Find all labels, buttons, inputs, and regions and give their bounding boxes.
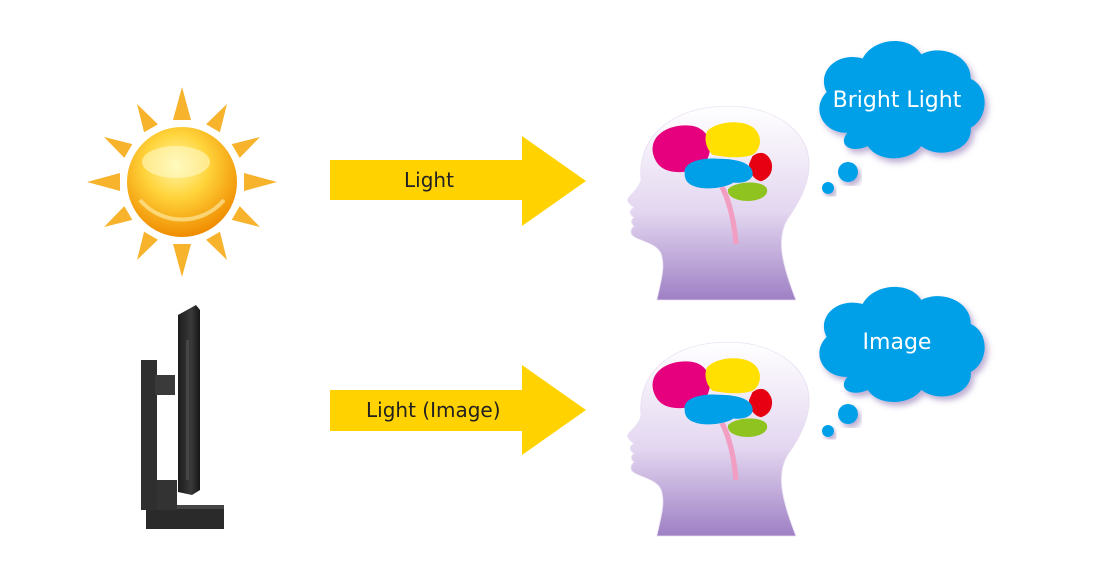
thought-cloud-icon [819, 286, 985, 437]
arrow-light [330, 136, 586, 226]
arrow-label-light: Light [404, 168, 454, 192]
arrow-label-light-image: Light (Image) [366, 398, 501, 422]
monitor-icon [141, 305, 224, 529]
sun-icon [87, 87, 277, 277]
thought-bright-light: Bright Light [832, 88, 962, 113]
thought-cloud-icon [819, 40, 985, 194]
arrow-light-image [330, 365, 586, 455]
thought-image: Image [862, 330, 932, 355]
